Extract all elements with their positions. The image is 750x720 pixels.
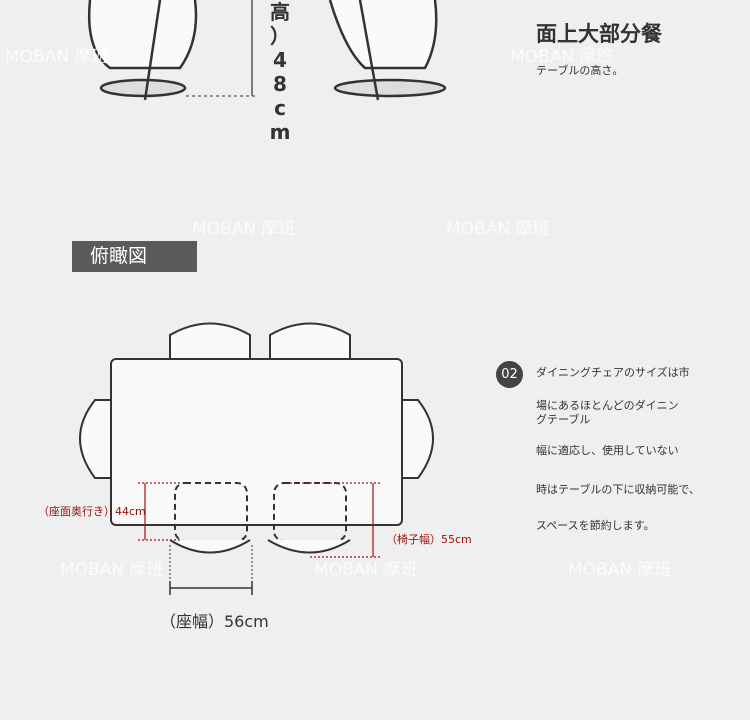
desc-line: 時はテーブルの下に収納可能で、 [536,483,700,496]
step-badge: 02 [496,361,523,388]
header-subtitle: テーブルの高さ。 [536,64,624,77]
header-title: 面上大部分餐 [536,22,662,46]
watermark: MOBAN 摩班 [314,560,418,580]
chair-width-dimension: （椅子幅）55cm [386,533,472,546]
chair-top-2 [269,322,351,359]
watermark: MOBAN 摩班 [192,219,296,239]
seat-width-dimension: （座幅）56cm [160,612,269,631]
watermark: MOBAN 摩班 [60,560,164,580]
watermark: MOBAN 摩班 [5,47,109,67]
chair-top-1 [169,322,251,359]
desc-line: ダイニングチェアのサイズは市 [536,366,690,379]
desc-line: 場にあるほとんどのダイニン グテーブル [536,399,679,426]
watermark: MOBAN 摩班 [510,47,614,67]
chair-right [402,399,434,479]
top-view [79,322,434,595]
depth-dimension: （座面奥行き）44cm [38,505,146,518]
section-title: 俯瞰図 [72,241,197,272]
watermark: MOBAN 摩班 [446,219,550,239]
side-view-chairs [88,0,447,101]
desc-line: 幅に適応し、使用していない [536,444,679,457]
table [110,358,403,526]
desc-line: スペースを節約します。 [536,519,655,532]
watermark: MOBAN 摩班 [568,560,672,580]
chair-left [79,399,111,479]
